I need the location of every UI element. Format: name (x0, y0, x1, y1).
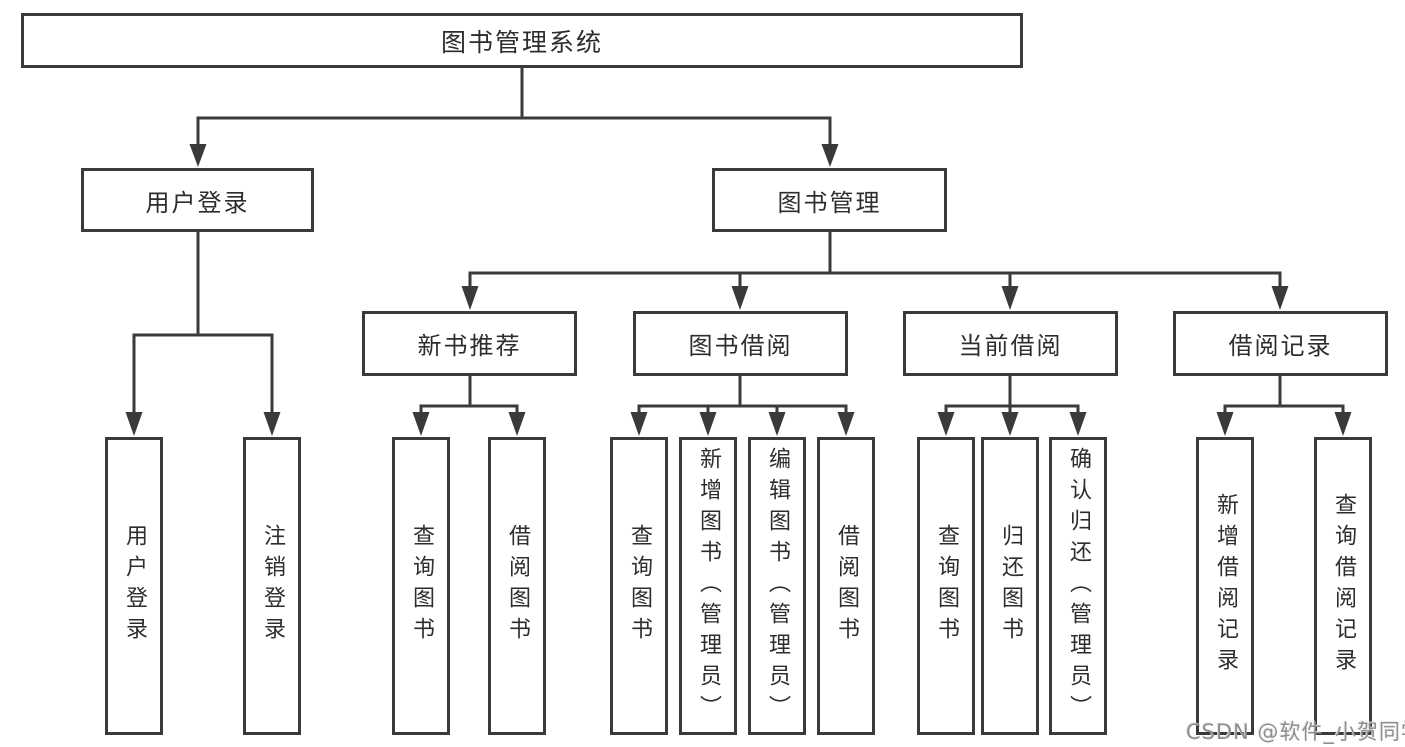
node-book-management-label: 图书管理 (777, 188, 882, 217)
connector-paths (132, 66, 1345, 416)
leaf-user-login: 用户登录 (105, 437, 163, 735)
leaf-query-book-1-label: 查询图书 (409, 524, 434, 648)
leaf-logout: 注销登录 (243, 437, 301, 735)
leaf-return-book-label: 归还图书 (998, 524, 1023, 648)
leaf-query-borrow-record-label: 查询借阅记录 (1331, 493, 1356, 679)
node-current-borrow: 当前借阅 (903, 311, 1118, 376)
leaf-query-book-2-label: 查询图书 (627, 524, 652, 648)
leaf-query-book-3-label: 查询图书 (934, 524, 959, 648)
leaf-borrow-book-2: 借阅图书 (817, 437, 875, 735)
node-book-borrow-label: 图书借阅 (688, 332, 793, 360)
node-user-login-label: 用户登录 (145, 188, 250, 217)
leaf-query-borrow-record: 查询借阅记录 (1314, 437, 1372, 735)
node-user-login: 用户登录 (81, 168, 314, 232)
node-root-label: 图书管理系统 (440, 27, 603, 57)
node-current-borrow-label: 当前借阅 (958, 332, 1063, 360)
node-book-borrow: 图书借阅 (633, 311, 848, 376)
leaf-add-borrow-record: 新增借阅记录 (1196, 437, 1254, 735)
leaf-user-login-label: 用户登录 (122, 524, 147, 648)
leaf-edit-book-admin-label: 编辑图书（管理员） (765, 446, 790, 726)
leaf-add-borrow-record-label: 新增借阅记录 (1213, 493, 1238, 679)
leaf-borrow-book-2-label: 借阅图书 (834, 524, 859, 648)
csdn-watermark: CSDN @软件_小贺同学 (1186, 720, 1405, 744)
leaf-query-book-3: 查询图书 (917, 437, 975, 735)
node-borrow-record: 借阅记录 (1173, 311, 1388, 376)
leaf-borrow-book-1: 借阅图书 (488, 437, 546, 735)
node-root-system: 图书管理系统 (21, 13, 1023, 68)
node-borrow-record-label: 借阅记录 (1228, 332, 1333, 360)
node-new-book-recommend-label: 新书推荐 (417, 332, 522, 360)
leaf-add-book-admin: 新增图书（管理员） (679, 437, 737, 735)
leaf-query-book-1: 查询图书 (392, 437, 450, 735)
leaf-confirm-return-admin: 确认归还（管理员） (1049, 437, 1107, 735)
leaf-return-book: 归还图书 (981, 437, 1039, 735)
leaf-query-book-2: 查询图书 (610, 437, 668, 735)
node-new-book-recommend: 新书推荐 (362, 311, 577, 376)
leaf-add-book-admin-label: 新增图书（管理员） (696, 446, 721, 726)
leaf-edit-book-admin: 编辑图书（管理员） (748, 437, 806, 735)
arrowheads (125, 144, 1352, 436)
node-book-management: 图书管理 (712, 168, 947, 232)
leaf-borrow-book-1-label: 借阅图书 (505, 524, 530, 648)
leaf-confirm-return-admin-label: 确认归还（管理员） (1066, 446, 1091, 726)
leaf-logout-label: 注销登录 (260, 524, 285, 648)
